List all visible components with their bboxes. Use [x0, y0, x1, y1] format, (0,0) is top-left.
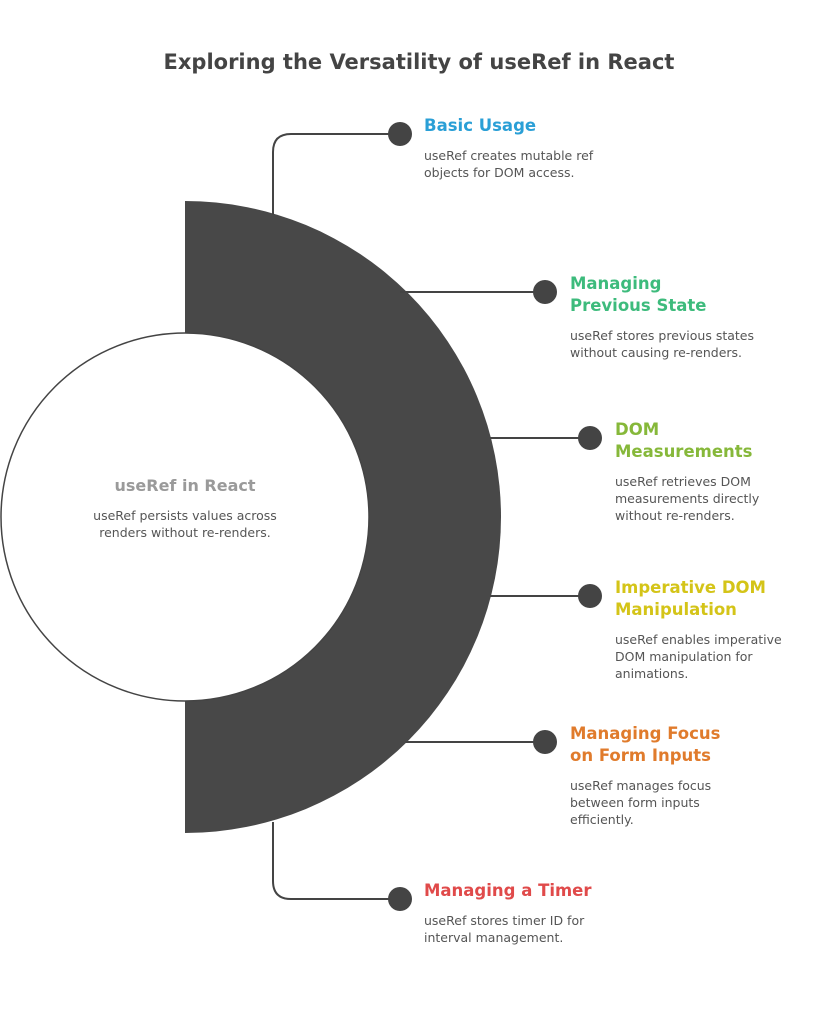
connector-basic-usage [272, 133, 400, 215]
center-node: useRef in React useRef persists values a… [80, 476, 290, 541]
node-dot-basic-usage [388, 122, 412, 146]
item-title: Managing Previous State [570, 274, 707, 315]
item-title: Imperative DOM Manipulation [615, 578, 766, 619]
item-description: useRef retrieves DOM measurements direct… [615, 474, 760, 523]
item-description: useRef enables imperative DOM manipulati… [615, 632, 782, 681]
item-description: useRef creates mutable ref objects for D… [424, 148, 594, 180]
node-dot-imperative-dom [578, 584, 602, 608]
item-dom-measurements: DOM Measurements useRef retrieves DOM me… [615, 419, 790, 524]
node-dot-previous-state [533, 280, 557, 304]
connector-timer [272, 822, 400, 900]
node-dot-focus [533, 730, 557, 754]
item-description: useRef stores timer ID for interval mana… [424, 913, 585, 945]
center-title: useRef in React [114, 476, 256, 495]
item-previous-state: Managing Previous State useRef stores pr… [570, 273, 770, 361]
node-dot-dom-measurements [578, 426, 602, 450]
item-description: useRef stores previous states without ca… [570, 328, 755, 360]
item-imperative-dom: Imperative DOM Manipulation useRef enabl… [615, 577, 805, 682]
item-description: useRef manages focus between form inputs… [570, 778, 712, 827]
node-dot-timer [388, 887, 412, 911]
item-title: Basic Usage [424, 116, 537, 135]
item-timer: Managing a Timer useRef stores timer ID … [424, 880, 624, 946]
diagram-title: Exploring the Versatility of useRef in R… [163, 50, 675, 74]
item-focus: Managing Focus on Form Inputs useRef man… [570, 723, 740, 828]
item-title: Managing a Timer [424, 881, 592, 900]
item-title: Managing Focus on Form Inputs [570, 724, 721, 765]
center-circle [0, 332, 370, 702]
item-basic-usage: Basic Usage useRef creates mutable ref o… [424, 115, 624, 181]
item-title: DOM Measurements [615, 420, 753, 461]
center-description: useRef persists values across renders wi… [93, 508, 277, 540]
